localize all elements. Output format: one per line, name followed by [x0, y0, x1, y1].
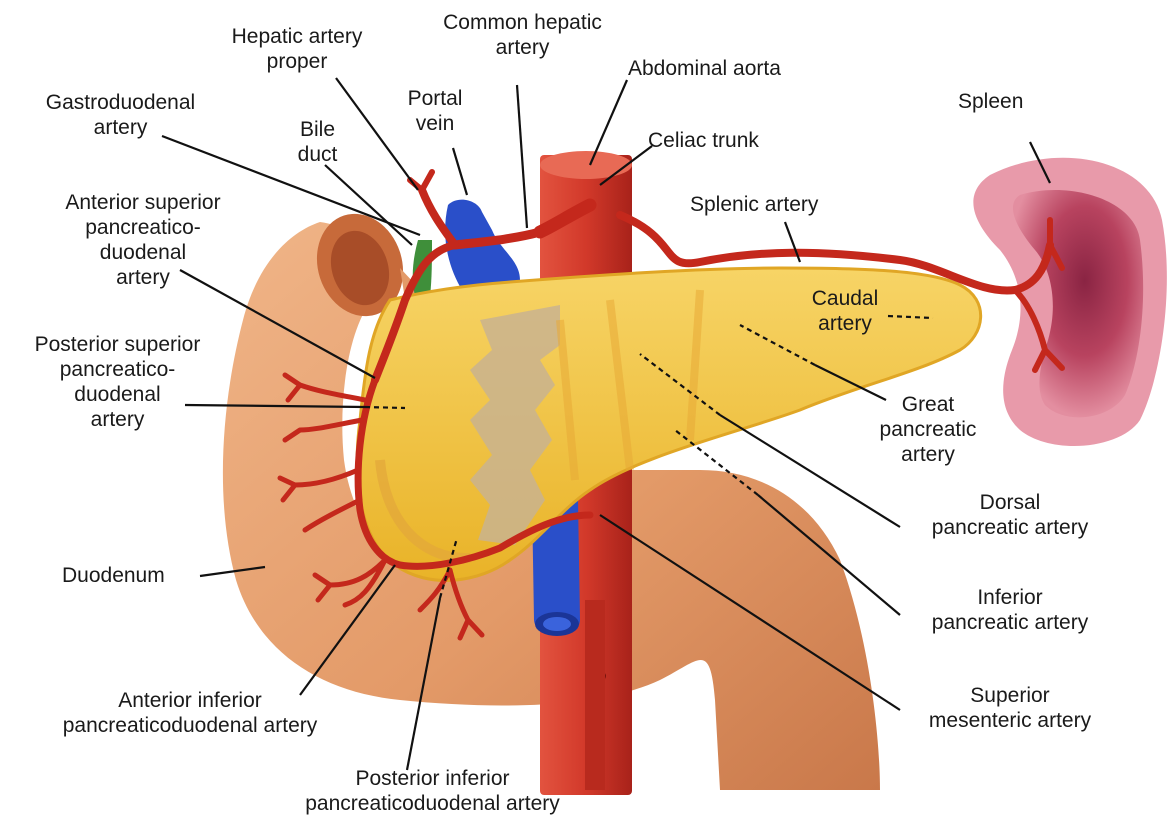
label-posterior-superior-pancreaticoduodenal-artery: Posterior superior pancreatico- duodenal…	[5, 332, 230, 432]
spleen-organ	[973, 158, 1167, 446]
label-anterior-superior-pancreaticoduodenal-artery: Anterior superior pancreatico- duodenal …	[38, 190, 248, 290]
label-caudal-artery: Caudal artery	[800, 286, 890, 336]
label-duodenum: Duodenum	[62, 563, 165, 588]
label-abdominal-aorta: Abdominal aorta	[628, 56, 781, 81]
label-great-pancreatic-artery: Great pancreatic artery	[858, 392, 998, 467]
label-inferior-pancreatic-artery: Inferior pancreatic artery	[905, 585, 1115, 635]
label-anterior-inferior-pancreaticoduodenal-artery: Anterior inferior pancreaticoduodenal ar…	[25, 688, 355, 738]
label-portal-vein: Portal vein	[395, 86, 475, 136]
label-celiac-trunk: Celiac trunk	[648, 128, 759, 153]
label-spleen: Spleen	[958, 89, 1023, 114]
label-splenic-artery: Splenic artery	[690, 192, 818, 217]
label-hepatic-artery-proper: Hepatic artery proper	[212, 24, 382, 74]
label-dorsal-pancreatic-artery: Dorsal pancreatic artery	[905, 490, 1115, 540]
label-bile-duct: Bile duct	[285, 117, 350, 167]
label-posterior-inferior-pancreaticoduodenal-artery: Posterior inferior pancreaticoduodenal a…	[265, 766, 600, 816]
label-gastroduodenal-artery: Gastroduodenal artery	[28, 90, 213, 140]
label-common-hepatic-artery: Common hepatic artery	[420, 10, 625, 60]
label-superior-mesenteric-artery: Superior mesenteric artery	[905, 683, 1115, 733]
